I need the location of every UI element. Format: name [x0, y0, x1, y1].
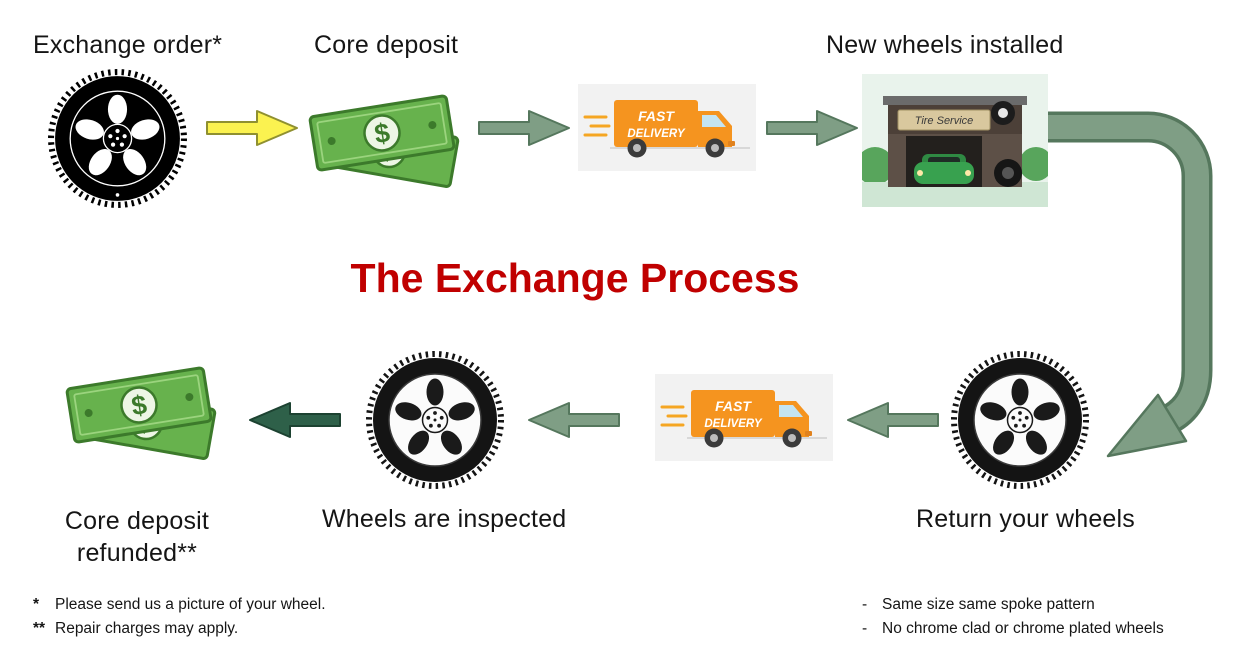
footnote-marker: -: [862, 596, 868, 613]
money-bills-refund-icon: $ $: [65, 366, 217, 460]
tire-service-shop-icon: Tire Service: [862, 74, 1048, 207]
shop-sign-text: Tire Service: [915, 115, 974, 127]
arrow-left-sage-icon: [847, 402, 939, 438]
arrow-right-sage-icon: [478, 110, 570, 146]
label-core-deposit: Core deposit: [314, 31, 459, 59]
dollar-symbol: $: [372, 118, 392, 150]
label-wheels-are-inspected: Wheels are inspected: [322, 505, 567, 533]
label-exchange-order: Exchange order*: [33, 31, 223, 59]
truck-text-fast: FAST: [638, 108, 675, 124]
arrow-right-yellow-icon: [206, 110, 298, 146]
footnote-text: Please send us a picture of your wheel.: [55, 596, 326, 613]
footnote-picture-request: * Please send us a picture of your wheel…: [33, 596, 326, 614]
footnote-text: Same size same spoke pattern: [882, 596, 1095, 613]
truck-text-delivery: DELIVERY: [627, 128, 686, 140]
label-core-deposit-refunded: Core deposit refunded**: [64, 507, 210, 567]
footnote-repair-charges: ** Repair charges may apply.: [33, 620, 238, 638]
arrow-right-sage-icon: [766, 110, 858, 146]
curved-arrow-icon: [1048, 111, 1213, 458]
footnote-text: No chrome clad or chrome plated wheels: [882, 620, 1164, 637]
money-bills-icon: $ $: [308, 94, 460, 188]
footnote-marker: -: [862, 620, 868, 637]
truck-text-delivery: DELIVERY: [704, 418, 763, 430]
footnote-marker: **: [33, 620, 46, 637]
arrow-left-sage-icon: [528, 402, 620, 438]
footnote-text: Repair charges may apply.: [55, 620, 239, 637]
wheel-black-icon: [48, 69, 187, 208]
wheel-white-icon: [951, 351, 1089, 489]
label-return-your-wheels: Return your wheels: [916, 505, 1135, 533]
dollar-symbol: $: [129, 390, 149, 422]
diagram-title: The Exchange Process: [350, 255, 800, 301]
delivery-truck-icon: FAST DELIVERY: [578, 84, 756, 171]
arrow-left-dark-icon: [249, 402, 341, 438]
truck-text-fast: FAST: [715, 398, 752, 414]
footnote-marker: *: [33, 596, 40, 613]
label-new-wheels-installed: New wheels installed: [826, 31, 1064, 59]
footnote-spoke-pattern: - Same size same spoke pattern: [862, 596, 1095, 614]
footnote-no-chrome: - No chrome clad or chrome plated wheels: [862, 620, 1164, 638]
delivery-truck-icon: FAST DELIVERY: [655, 374, 833, 461]
wheel-white-icon: [366, 351, 504, 489]
